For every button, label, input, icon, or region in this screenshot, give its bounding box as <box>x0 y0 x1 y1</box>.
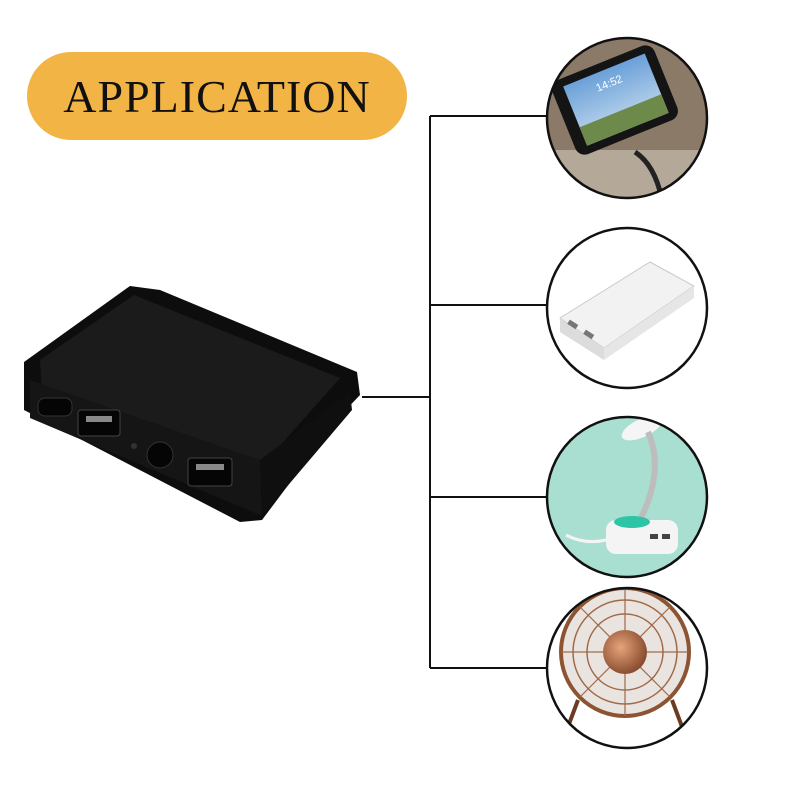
smartphone-icon: 14:52 <box>552 45 678 155</box>
power-bank-icon <box>559 261 695 360</box>
smartphone-application: 14:52 <box>545 36 709 200</box>
desk-lamp-icon <box>565 417 678 554</box>
desk-lamp-application <box>545 415 709 579</box>
power-bank-application <box>545 226 709 390</box>
usb-port-2 <box>187 457 233 487</box>
application-banner: APPLICATION <box>27 52 407 140</box>
dc-jack <box>146 441 174 469</box>
usb-port-1 <box>77 409 121 437</box>
banner-title: APPLICATION <box>63 70 371 122</box>
desk-fan-application <box>545 586 709 750</box>
led-indicator <box>131 443 137 449</box>
power-box-device <box>24 286 360 522</box>
connector-lines <box>362 115 548 669</box>
usb-c-port <box>37 397 73 417</box>
